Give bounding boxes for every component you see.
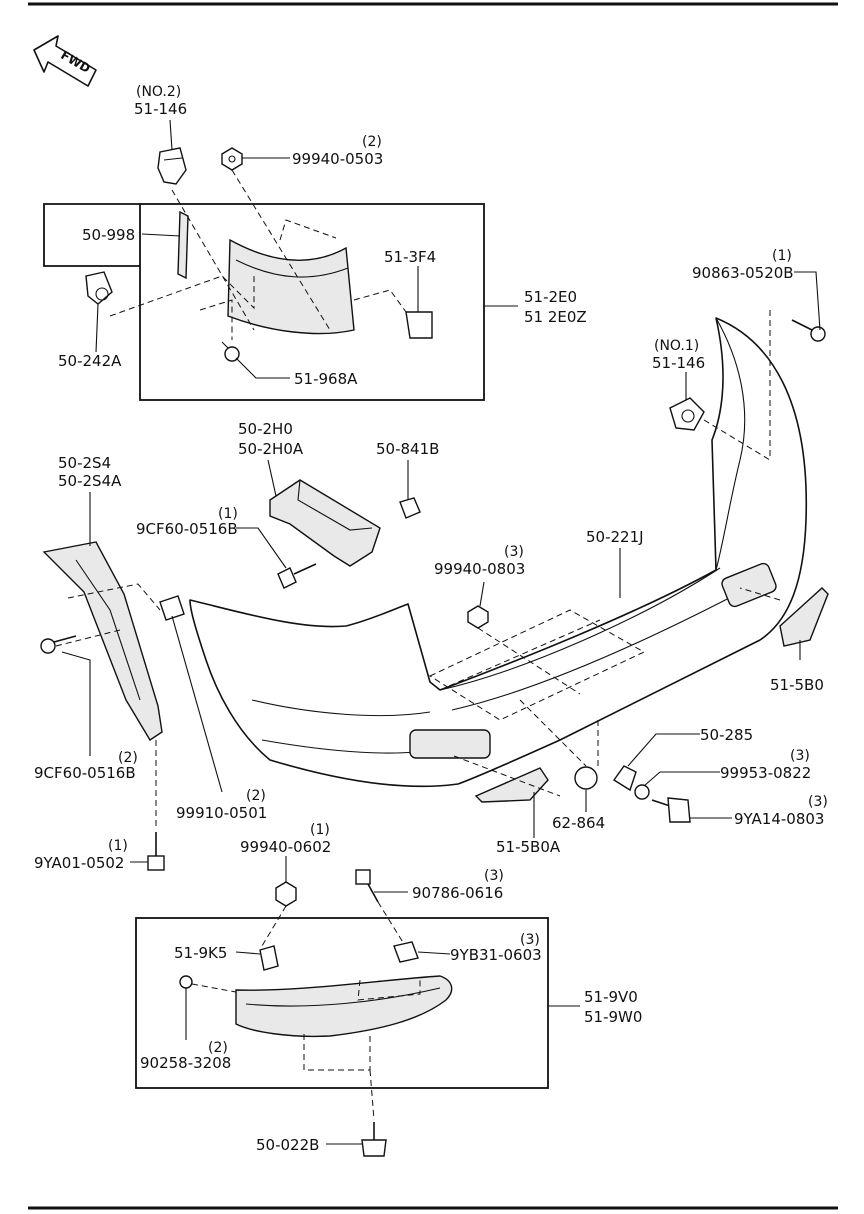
qty-90863-0520b: (1): [772, 248, 792, 264]
qty-99940-0503: (2): [362, 134, 382, 150]
label-51-146-no1-note: (NO.1): [654, 338, 699, 354]
label-50-285: 50-285: [700, 726, 753, 744]
label-99940-0803: 99940-0803: [434, 560, 525, 578]
label-50-2h0: 50-2H0: [238, 420, 293, 438]
qty-99940-0803: (3): [504, 544, 524, 560]
label-51-5b0: 51-5B0: [770, 676, 824, 694]
clip-51-146-no2: [157, 147, 187, 185]
qty-99953-0822: (3): [790, 748, 810, 764]
bracket-50-285: [612, 765, 637, 792]
label-50-2s4a: 50-2S4A: [58, 472, 122, 490]
qty-90258-3208: (2): [208, 1040, 228, 1056]
clip-51-3f4: [405, 311, 433, 339]
label-9ya01-0502: 9YA01-0502: [34, 854, 124, 872]
qty-9cf60-0516b-a: (1): [218, 506, 238, 522]
forward-arrow-icon: FWD: [33, 35, 97, 87]
label-51-9w0: 51-9W0: [584, 1008, 642, 1026]
label-90863-0520b: 90863-0520B: [692, 264, 794, 282]
label-51-5b0a: 51-5B0A: [496, 838, 561, 856]
lower-trim-51-9v0: [235, 975, 453, 1038]
screw-51-968a: [221, 341, 240, 362]
clip-51-9k5: [259, 945, 279, 971]
reflector-51-5b0a: [474, 767, 549, 803]
screw-90863-0520b: [791, 319, 826, 342]
label-99940-0602: 99940-0602: [240, 838, 331, 856]
label-51-3f4: 51-3F4: [384, 248, 436, 266]
label-50-242a: 50-242A: [58, 352, 122, 370]
label-51-146-a: 51-146: [134, 100, 187, 118]
qty-99910-0501: (2): [246, 788, 266, 804]
qty-9yb31-0603: (3): [520, 932, 540, 948]
clip-51-146-no1: [669, 397, 705, 431]
bracket-50-2h0: [269, 479, 381, 567]
bolt-9ya01-0502: [147, 832, 165, 871]
nut-99940-0803: [467, 605, 489, 629]
label-50-221j: 50-221J: [586, 528, 644, 546]
label-51-9k5: 51-9K5: [174, 944, 227, 962]
label-9ya14-0803: 9YA14-0803: [734, 810, 824, 828]
bumper-lamp-left: [409, 729, 491, 759]
label-62-864: 62-864: [552, 814, 605, 832]
bolt-9cf60-0516b-lower: [40, 635, 77, 654]
bolt-90786-0616: [355, 869, 379, 903]
qty-9ya14-0803: (3): [808, 794, 828, 810]
bumper-lamp-right: [721, 562, 777, 608]
label-51-968a: 51-968A: [294, 370, 358, 388]
label-50-2h0a: 50-2H0A: [238, 440, 304, 458]
label-9cf60-0516b-a: 9CF60-0516B: [136, 520, 238, 538]
label-9cf60-0516b-b: 9CF60-0516B: [34, 764, 136, 782]
strip-50-998: [177, 210, 189, 280]
bumper-cover-50-221j: [189, 317, 808, 788]
label-99940-0503: 99940-0503: [292, 150, 383, 168]
nut-99940-0503: [221, 147, 243, 171]
clip-50-841b: [399, 497, 421, 519]
label-50-2s4: 50-2S4: [58, 454, 111, 472]
group-box-51-2e0: [139, 203, 485, 401]
label-51-146-b: 51-146: [652, 354, 705, 372]
bolt-9cf60-0516b-upper: [277, 563, 317, 589]
qty-99940-0602: (1): [310, 822, 330, 838]
label-51-2e0z: 51 2E0Z: [524, 308, 587, 326]
group-box-51-9v0: [135, 917, 549, 1089]
side-bracket-50-2s4: [42, 541, 163, 741]
qty-90786-0616: (3): [484, 868, 504, 884]
qty-9cf60-0516b-b: (2): [118, 750, 138, 766]
label-9yb31-0603: 9YB31-0603: [450, 946, 542, 964]
label-51-146-no2-note: (NO.2): [136, 84, 181, 100]
reflector-51-5b0: [779, 587, 829, 647]
lamp-51-2e0: [227, 238, 355, 335]
clip-90258-3208: [179, 975, 193, 989]
clip-9yb31-0603: [393, 941, 419, 963]
plug-62-864: [574, 766, 598, 790]
label-51-2e0: 51-2E0: [524, 288, 577, 306]
label-90786-0616: 90786-0616: [412, 884, 503, 902]
label-90258-3208: 90258-3208: [140, 1054, 231, 1072]
qty-9ya01-0502: (1): [108, 838, 128, 854]
label-99910-0501: 99910-0501: [176, 804, 267, 822]
clip-99910-0501: [159, 595, 185, 621]
fastener-50-022b: [361, 1122, 387, 1157]
bolt-9ya14-0803: [651, 797, 691, 823]
nut-99940-0602: [275, 881, 297, 907]
group-box-tab: [43, 203, 140, 267]
label-50-841b: 50-841B: [376, 440, 439, 458]
label-51-9v0: 51-9V0: [584, 988, 638, 1006]
label-50-022b: 50-022B: [256, 1136, 319, 1154]
fastener-50-242a: [85, 271, 113, 305]
washer-99953-0822: [634, 784, 650, 800]
label-99953-0822: 99953-0822: [720, 764, 811, 782]
label-50-998: 50-998: [82, 226, 135, 244]
